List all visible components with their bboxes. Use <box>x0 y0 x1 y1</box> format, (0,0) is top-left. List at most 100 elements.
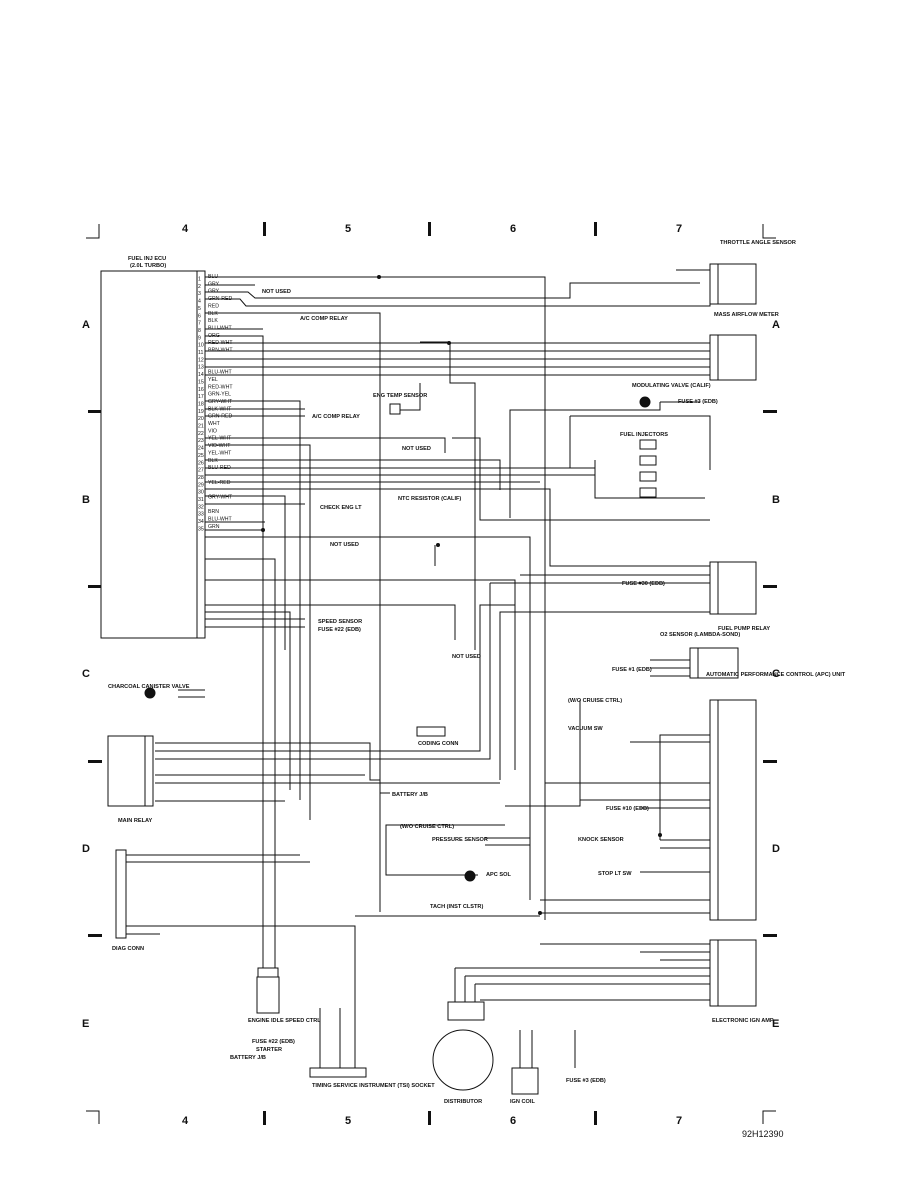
ecu-pin-number: 11 <box>198 350 203 356</box>
ecu-subtitle: (2.0L TURBO) <box>130 263 166 269</box>
ecu-pin-number: 15 <box>198 379 204 385</box>
main-relay-label: MAIN RELAY <box>118 818 153 824</box>
ecu-pin-wire-color: GRN-RED <box>208 414 232 420</box>
modulating-valve-label: MODULATING VALVE (CALIF) <box>632 383 711 389</box>
ecu-pin-wire-color: BLK <box>208 318 218 324</box>
ecu-pin-number: 6 <box>198 313 201 319</box>
not-used-label-3: NOT USED <box>402 446 431 452</box>
diag-conn-label: DIAG CONN <box>112 946 144 952</box>
ecu-pin-number: 5 <box>198 306 201 312</box>
ecu-pin-wire-color: GRY-WHT <box>208 495 233 501</box>
o2-sensor: O2 SENSOR (LAMBDA-SOND) <box>660 632 740 679</box>
ign-amp-label: ELECTRONIC IGN AMP <box>712 1018 774 1024</box>
not-used-label-2: NOT USED <box>330 542 359 548</box>
ecu-pin-wire-color: VIO <box>208 428 217 434</box>
ecu-pin-number: 1 <box>198 277 201 283</box>
eng-temp-sensor: ENG TEMP SENSOR <box>373 393 427 415</box>
ecu-pin-number: 19 <box>198 409 204 415</box>
ecu-pin-number: 20 <box>198 416 204 422</box>
wires <box>126 269 711 1070</box>
row-label-c-right: C <box>772 668 780 680</box>
col-label-7-bottom: 7 <box>676 1115 682 1127</box>
fuse22-label: FUSE #22 (EDB) <box>318 627 361 633</box>
battery-jb-label-2: BATTERY J/B <box>230 1055 266 1061</box>
idle-speed-label: ENGINE IDLE SPEED CTRL <box>248 1018 321 1024</box>
ecu-pin-wire-color: BLK <box>208 458 218 464</box>
ecu-pin-number: 34 <box>198 519 204 525</box>
row-label-d-right: D <box>772 843 780 855</box>
ecu-pin-number: 13 <box>198 365 204 371</box>
tsi-socket: TIMING SERVICE INSTRUMENT (TSI) SOCKET <box>309 1067 435 1089</box>
coding-conn-label: CODING CONN <box>418 741 458 747</box>
ecu-pin-number: 8 <box>198 328 201 334</box>
ecu-pin-number: 28 <box>198 475 204 481</box>
ecu-pin-number: 10 <box>198 343 204 349</box>
ecu-pin-number: 14 <box>198 372 204 378</box>
ecu-pin-number: 16 <box>198 387 204 393</box>
distributor-label: DISTRIBUTOR <box>444 1099 482 1105</box>
ecu-pin-wire-color: VIO-WHT <box>208 443 231 449</box>
tach-label: TACH (INST CLSTR) <box>430 904 483 910</box>
ecu-pin-number: 22 <box>198 431 204 437</box>
row-label-e: E <box>82 1018 89 1030</box>
fuse30-label: FUSE #30 (EDB) <box>622 581 665 587</box>
ecu-pin-number: 33 <box>198 512 204 518</box>
ecu-pin-wire-color: YEL <box>208 377 218 383</box>
ecu-pin-number: 30 <box>198 490 204 496</box>
speed-sensor-label: SPEED SENSOR <box>318 619 362 625</box>
ecu-pin-number: 23 <box>198 438 204 444</box>
fuse1-label: FUSE #1 (EDB) <box>612 667 652 673</box>
ecu-pin-wire-color: GRY-WHT <box>208 399 233 405</box>
ecu-pin-wire-color: GRY <box>208 281 220 287</box>
fuse3-label-2: FUSE #3 (EDB) <box>566 1078 606 1084</box>
col-label-7: 7 <box>676 223 682 235</box>
row-label-b-right: B <box>772 494 780 506</box>
fuel-injectors: FUEL INJECTORS <box>620 432 668 498</box>
ecu-pin-wire-color: RED-WHT <box>208 384 233 390</box>
ecu-pin-number: 12 <box>198 357 204 363</box>
ecu-pin-wire-color: WHT <box>208 421 221 427</box>
ecu-pin-number: 35 <box>198 526 204 532</box>
wire-labels: NOT USED A/C COMP RELAY A/C COMP RELAY C… <box>108 289 718 1084</box>
o2-label: O2 SENSOR (LAMBDA-SOND) <box>660 632 740 638</box>
ecu-pin-number: 26 <box>198 460 204 466</box>
row-label-a: A <box>82 319 90 331</box>
crop-marks <box>86 222 777 1125</box>
ac-comp-relay-label-2: A/C COMP RELAY <box>312 414 360 420</box>
ecu-pin-wire-color: BLU-WHT <box>208 370 232 376</box>
ecu-pin-number: 29 <box>198 482 204 488</box>
battery-jb-label: BATTERY J/B <box>392 792 428 798</box>
wo-cruise-label-1: (W/O CRUISE CTRL) <box>568 698 622 704</box>
row-label-a-right: A <box>772 319 780 331</box>
fuel-pump-relay-label: FUEL PUMP RELAY <box>718 626 770 632</box>
ecu-pin-number: 18 <box>198 401 204 407</box>
ecu-pin-number: 9 <box>198 335 201 341</box>
fuse22-label-2: FUSE #22 (EDB) <box>252 1039 295 1045</box>
maf-label: MASS AIRFLOW METER <box>714 312 779 318</box>
row-label-c: C <box>82 668 90 680</box>
ecu-pin-number: 25 <box>198 453 204 459</box>
ecu-pin-wire-color: YEL-WHT <box>208 450 232 456</box>
ecu-title: FUEL INJ ECU <box>128 256 166 262</box>
ecu-pin-number: 21 <box>198 424 204 430</box>
ecu-pin-wire-color: YEL-WHT <box>208 436 232 442</box>
ecu-pin-number: 32 <box>198 504 204 510</box>
ecu-pin-number: 17 <box>198 394 204 400</box>
ecu-pin-wire-color: BLU-WHT <box>208 325 232 331</box>
stop-lt-sw-label: STOP LT SW <box>598 871 632 877</box>
knock-sensor-label: KNOCK SENSOR <box>578 837 624 843</box>
engine-idle-speed-ctrl: ENGINE IDLE SPEED CTRL <box>248 967 321 1024</box>
ecu-pin-number: 4 <box>198 299 201 305</box>
ecu-pin-number: 31 <box>198 497 204 503</box>
distributor: DISTRIBUTOR <box>432 1001 494 1105</box>
ign-coil: IGN COIL <box>510 1067 539 1105</box>
apc-sol-label: APC SOL <box>486 872 511 878</box>
check-eng-lt-label: CHECK ENG LT <box>320 505 362 511</box>
coding-conn: CODING CONN <box>416 726 458 747</box>
junctions <box>144 275 662 915</box>
wo-cruise-label-2: (W/O CRUISE CTRL) <box>400 824 454 830</box>
ecu-pin-wire-color: BLU-WHT <box>208 517 232 523</box>
ecu-pin-number: 7 <box>198 321 201 327</box>
ntc-label: NTC RESISTOR (CALIF) <box>398 496 461 502</box>
